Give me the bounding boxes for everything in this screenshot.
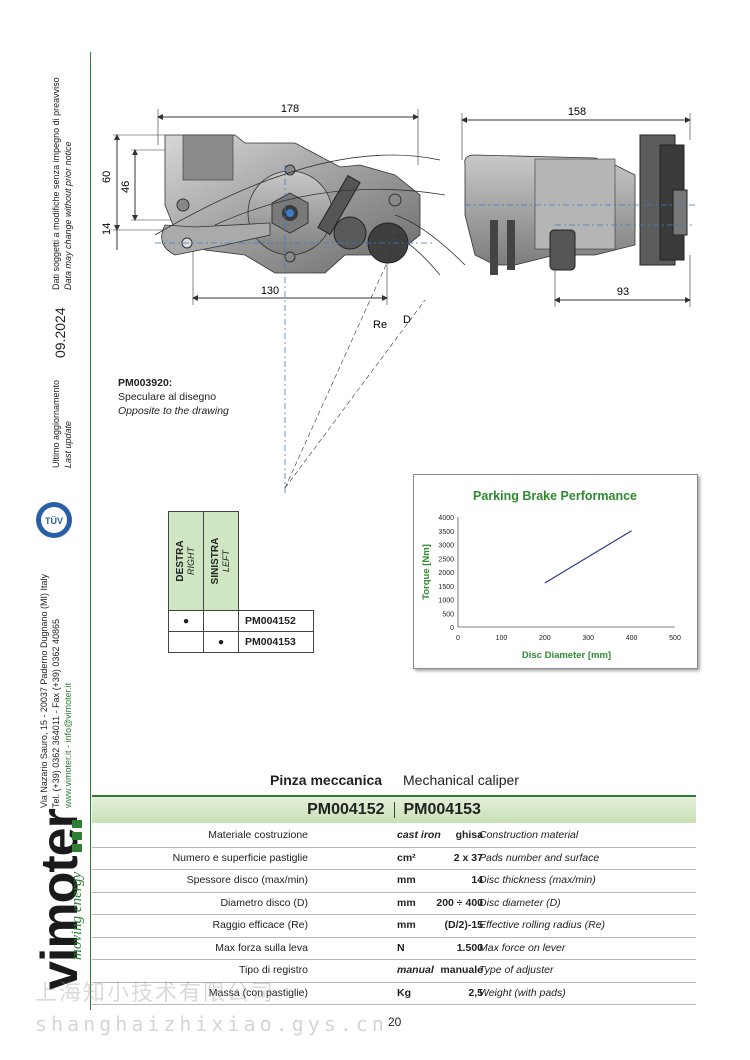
spec-value: (D/2)-15: [444, 919, 483, 931]
spec-value: manuale: [440, 964, 483, 976]
label-d: D: [403, 314, 411, 326]
spec-label-it: Raggio efficace (Re): [212, 919, 308, 931]
label-re: Re: [373, 319, 387, 331]
spec-label-en: Construction material: [479, 829, 579, 841]
spec-unit: manual: [397, 964, 434, 976]
spec-label-it: Max forza sulla leva: [215, 941, 308, 954]
spec-label-it: Spessore disco (max/min): [186, 874, 308, 886]
y-tick-label: 500: [442, 611, 454, 618]
x-tick-label: 200: [539, 635, 551, 642]
spec-unit: N: [397, 941, 405, 954]
spec-row: Numero e superficie pastiglie 2 x 37 cm² Pa…: [92, 848, 696, 870]
spec-title-it: Pinza meccanica: [270, 772, 383, 788]
spec-value: 200 ÷ 400: [436, 896, 483, 909]
spec-value: 14: [471, 874, 483, 886]
dim-178: 178: [281, 103, 299, 115]
x-axis-label: Disc Diameter [mm]: [522, 650, 611, 661]
watermark-url: shanghaizhixiao.gys.cn: [35, 1012, 388, 1036]
spec-title-en: Mechanical caliper: [403, 772, 519, 788]
spec-unit: mm: [397, 919, 416, 931]
y-tick-label: 2500: [438, 556, 454, 563]
x-tick-label: 0: [456, 635, 460, 642]
spec-label-en: Weight (with pads): [479, 986, 566, 999]
spec-label-it: Tipo di registro: [238, 964, 308, 976]
spec-label-it: Materiale costruzione: [208, 829, 308, 841]
sidebar-divider: [90, 52, 91, 1010]
x-tick-label: 400: [626, 635, 638, 642]
svg-text:TÜV: TÜV: [45, 516, 63, 526]
y-tick-label: 4000: [438, 515, 454, 522]
update-date: 09.2024: [52, 307, 68, 358]
series-line: [544, 530, 632, 584]
page-number: 20: [388, 1015, 402, 1029]
notice-text: Dati soggetti a modifiche senza impegno …: [51, 77, 73, 290]
spec-row: Massa (con pastiglie) 2,5 Kg Weight (with p…: [92, 983, 696, 1005]
spec-unit: Kg: [397, 986, 411, 999]
spec-label-en: Effective rolling radius (Re): [479, 919, 606, 931]
spec-label-en: Max force on lever: [479, 941, 566, 954]
spec-value: ghisa: [455, 829, 483, 841]
y-tick-label: 2000: [438, 570, 454, 577]
last-update-label: Ultimo aggiornamento Last update: [51, 379, 73, 468]
dim-14: 14: [101, 223, 113, 235]
y-tick-label: 1000: [438, 598, 454, 605]
logo-stripes-icon: [72, 820, 82, 860]
x-tick-label: 100: [496, 635, 508, 642]
spec-row: Materiale costruzione ghisa cast iron Const…: [92, 825, 696, 848]
y-tick-label: 0: [450, 625, 454, 632]
spec-table: Materiale costruzione ghisa cast iron Const…: [92, 825, 696, 1005]
table-row: ● PM004152: [168, 610, 314, 632]
spec-value: 2 x 37: [453, 851, 483, 864]
spec-unit: mm: [397, 874, 416, 886]
chart-title: Parking Brake Performance: [473, 489, 637, 503]
tuv-badge: TÜV: [34, 500, 74, 540]
table-row: ● PM004153: [168, 631, 314, 653]
dim-46: 46: [120, 181, 132, 193]
spec-label-en: Disc diameter (D): [479, 896, 561, 909]
x-tick-label: 300: [582, 635, 594, 642]
spec-label-en: Pads number and surface: [479, 851, 600, 864]
spec-unit: mm: [397, 896, 416, 909]
watermark-cn: 上海知小技术有限公司: [35, 980, 276, 1005]
spec-label-it: Massa (con pastiglie): [208, 986, 308, 999]
dim-93: 93: [617, 286, 629, 298]
spec-row: Diametro disco (D) 200 ÷ 400 mm Disc diamet…: [92, 893, 696, 915]
spec-value: 2,5: [468, 986, 483, 999]
spec-value: 1.500: [456, 941, 483, 954]
spec-row: Tipo di registro manuale manual Type of adj…: [92, 960, 696, 983]
dim-130: 130: [261, 285, 279, 297]
logo-tagline: moving energy: [69, 871, 85, 960]
spec-unit: cast iron: [397, 829, 441, 841]
tuv-logo-icon: TÜV: [36, 502, 72, 538]
spec-unit: cm²: [397, 851, 416, 864]
spec-row: Max forza sulla leva 1.500 N Max force on l…: [92, 938, 696, 960]
dim-60: 60: [101, 171, 113, 183]
x-tick-label: 500: [669, 635, 681, 642]
spec-row: Raggio efficace (Re) (D/2)-15 mm Effective …: [92, 915, 696, 938]
spec-label-it: Diametro disco (D): [220, 896, 308, 909]
spec-label-en: Type of adjuster: [479, 964, 554, 976]
spec-label-en: Disc thickness (max/min): [479, 874, 596, 886]
company-address: Via Nazario Sauro, 15 - 20037 Paderno Du…: [39, 574, 73, 808]
dim-158: 158: [568, 106, 586, 118]
spec-label-it: Numero e superficie pastiglie: [172, 851, 308, 864]
y-axis-label: Torque [Nm]: [421, 544, 432, 600]
y-tick-label: 1500: [438, 584, 454, 591]
caliper-drawing: 178 60 46 14 130 Re D 158 93: [101, 103, 695, 495]
y-tick-label: 3000: [438, 543, 454, 550]
spec-row: Spessore disco (max/min) 14 mm Disc thickne…: [92, 870, 696, 893]
mirror-note: PM003920: Speculare al disegno Opposite …: [118, 377, 229, 417]
y-tick-label: 3500: [438, 529, 454, 536]
